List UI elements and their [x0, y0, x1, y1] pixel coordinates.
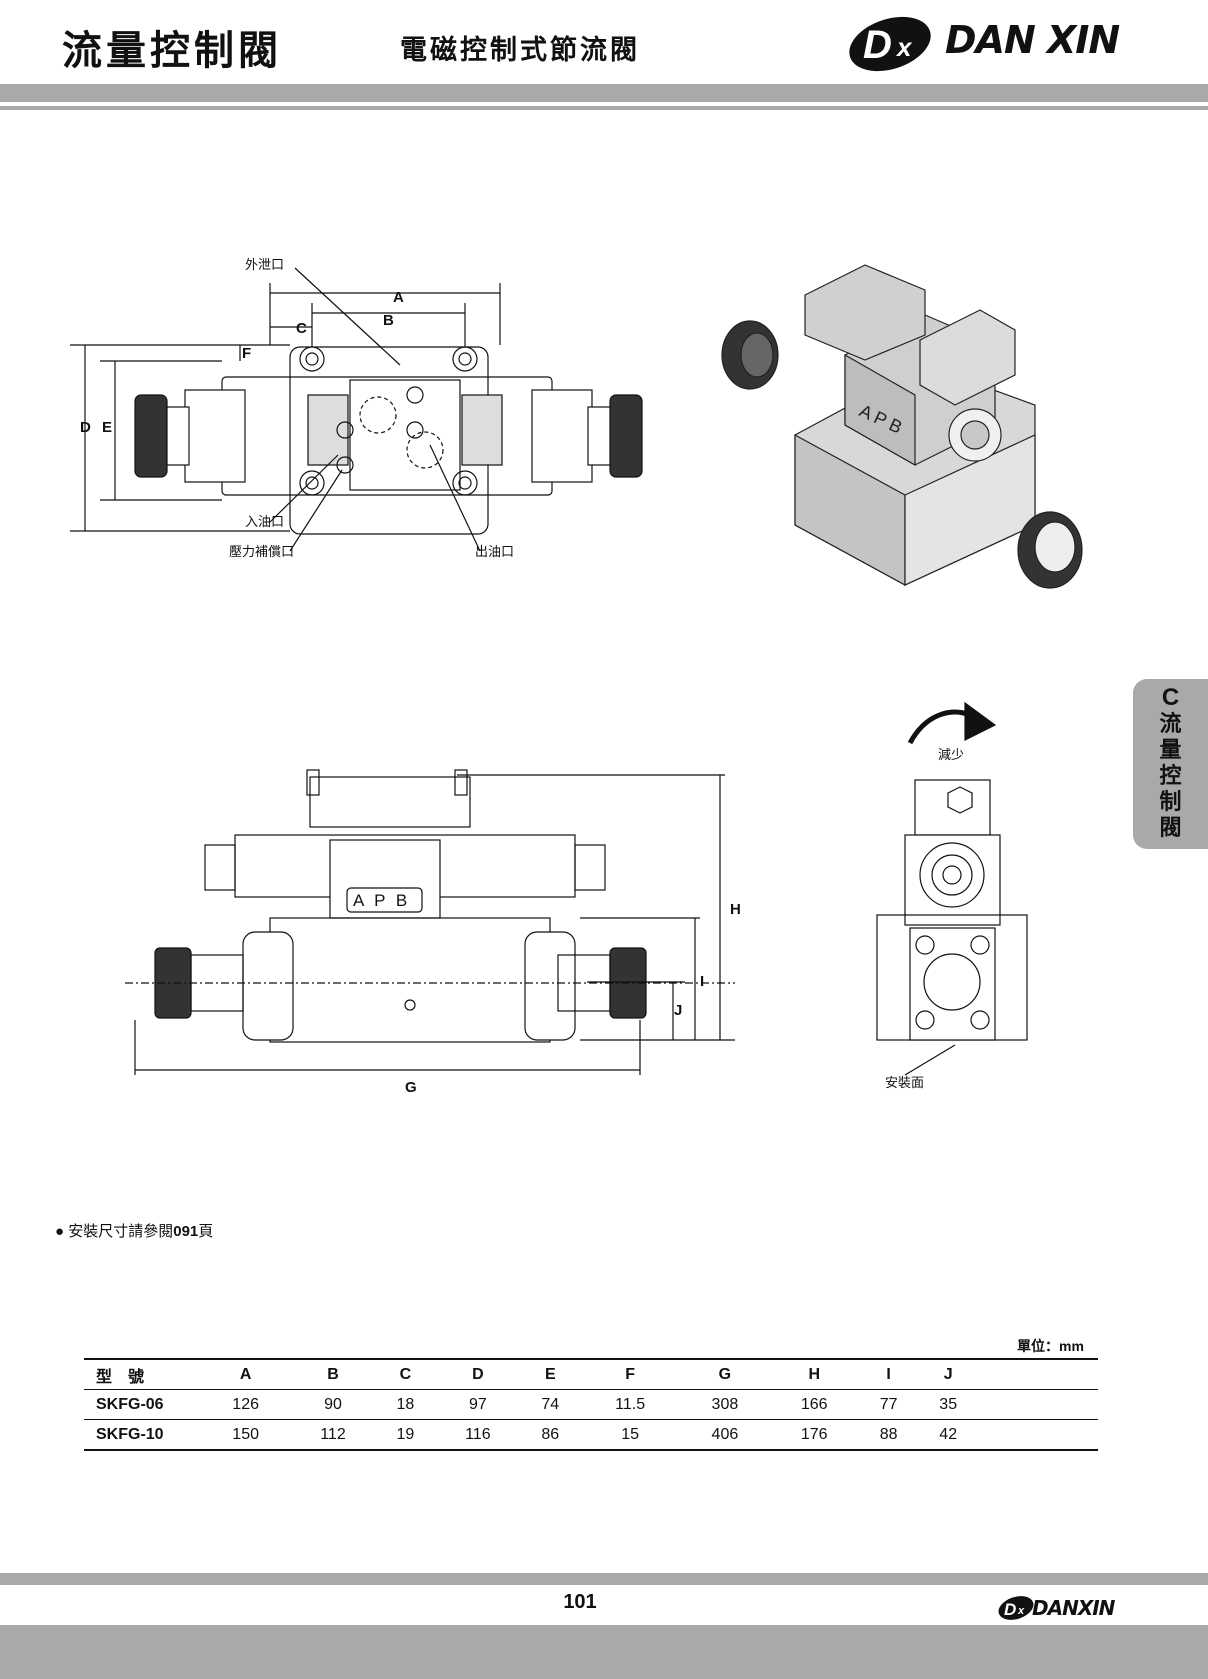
page-title: 流量控制閥	[62, 27, 282, 74]
danxin-logo: D x	[849, 16, 931, 72]
brand-name: DAN XIN	[945, 18, 1120, 62]
table-cell: 90	[324, 1395, 342, 1413]
table-cell: 77	[879, 1395, 898, 1413]
table-cell: 18	[396, 1395, 415, 1413]
table-cell: 116	[465, 1425, 491, 1443]
column-header: F	[625, 1365, 636, 1383]
note-page-ref[interactable]: 091	[173, 1223, 199, 1240]
column-header: G	[718, 1365, 732, 1383]
table-cell: 11.5	[615, 1395, 646, 1413]
dim-d-label: D	[80, 419, 91, 436]
section-char: 量	[1159, 737, 1182, 763]
section-char: 制	[1159, 789, 1182, 815]
valve-mark-front: A P B	[353, 891, 410, 910]
table-cell: 15	[621, 1425, 640, 1443]
dim-g-label: G	[405, 1079, 417, 1095]
dim-c-label: C	[296, 320, 307, 337]
top-view-drawing: 外泄口 入油口 壓力補償口 出油口 A B C F D E	[70, 257, 643, 559]
table-spacer-cell	[978, 1420, 1098, 1451]
danxin-logo-small: D x	[998, 1596, 1034, 1620]
table-cell: 35	[939, 1395, 958, 1413]
dim-i-label: I	[700, 973, 704, 990]
table-cell: 112	[320, 1425, 346, 1443]
column-header: 型 號	[96, 1368, 145, 1386]
table-cell: 308	[711, 1395, 739, 1413]
table-spacer-cell	[978, 1390, 1098, 1420]
dim-a-label: A	[393, 289, 404, 306]
column-header: E	[544, 1365, 556, 1383]
page-number: 101	[563, 1591, 597, 1613]
install-note: ● 安裝尺寸請參閱091頁	[55, 1220, 213, 1241]
table-cell: 406	[711, 1425, 739, 1443]
footer-band	[0, 1625, 1208, 1679]
dim-f-label: F	[242, 345, 251, 362]
column-header: B	[327, 1365, 339, 1383]
section-char: 控	[1159, 763, 1182, 789]
column-header: A	[239, 1365, 252, 1383]
column-header: C	[399, 1365, 412, 1383]
column-header: J	[943, 1365, 953, 1383]
drain-port-label: 外泄口	[245, 257, 284, 272]
table-cell: 42	[939, 1425, 958, 1443]
table-row: SKFG-10 150 112 19 116 86 15 406 176 88 …	[84, 1420, 1098, 1451]
column-spacer	[978, 1359, 1098, 1390]
unit-label: 單位：mm	[1017, 1338, 1084, 1354]
note-prefix: ● 安裝尺寸請參閱	[55, 1223, 174, 1240]
svg-text:D: D	[863, 23, 892, 67]
table-cell: 126	[232, 1395, 259, 1413]
column-header: H	[808, 1365, 820, 1383]
page-subtitle: 電磁控制式節流閥	[400, 35, 640, 66]
header-band	[0, 84, 1208, 102]
table-cell: 166	[800, 1395, 828, 1413]
dim-e-label: E	[102, 419, 112, 436]
decrease-label: 減少	[938, 747, 964, 762]
outlet-port-label: 出油口	[475, 544, 514, 559]
table-header-row: 型 號 A B C D E F G H I J	[84, 1359, 1098, 1390]
side-view-drawing: 減少 安裝面	[876, 701, 1028, 1090]
dim-j-label: J	[674, 1002, 682, 1019]
table-cell: 86	[541, 1425, 560, 1443]
footer-rule	[0, 1573, 1208, 1585]
inlet-port-label: 入油口	[245, 514, 284, 529]
pressure-comp-port-label: 壓力補償口	[229, 544, 294, 559]
section-char: 流	[1159, 711, 1182, 737]
svg-text:D: D	[1004, 1600, 1016, 1619]
table-cell: 74	[541, 1395, 560, 1413]
table-cell: SKFG-10	[96, 1425, 164, 1443]
section-letter: C	[1161, 684, 1180, 711]
section-tab[interactable]: C 流 量 控 制 閥	[1133, 679, 1208, 849]
column-header: D	[472, 1365, 484, 1383]
table-cell: 19	[396, 1425, 415, 1443]
footer-brand: DANXIN	[1032, 1596, 1115, 1620]
dim-h-label: H	[730, 901, 741, 918]
section-char: 閥	[1159, 815, 1182, 841]
valve-3d-illustration: A P B	[721, 264, 1083, 589]
note-suffix: 頁	[198, 1223, 214, 1240]
table-cell: 88	[879, 1425, 898, 1443]
column-header: I	[886, 1365, 891, 1383]
table-cell: 97	[468, 1395, 487, 1413]
table-cell: 150	[232, 1425, 259, 1443]
dim-b-label: B	[383, 312, 394, 329]
table-cell: SKFG-06	[96, 1395, 164, 1413]
mounting-face-label: 安裝面	[885, 1075, 924, 1090]
dimension-table: 型 號 A B C D E F G H I J SKFG-06 126 90 1…	[84, 1358, 1098, 1451]
table-cell: 176	[800, 1425, 828, 1443]
svg-text:x: x	[1017, 1605, 1025, 1617]
svg-text:x: x	[895, 32, 913, 62]
header-rule	[0, 106, 1208, 110]
front-view-drawing: A P B H I J G	[125, 769, 741, 1095]
table-row: SKFG-06 126 90 18 97 74 11.5 308 166 77 …	[84, 1390, 1098, 1420]
